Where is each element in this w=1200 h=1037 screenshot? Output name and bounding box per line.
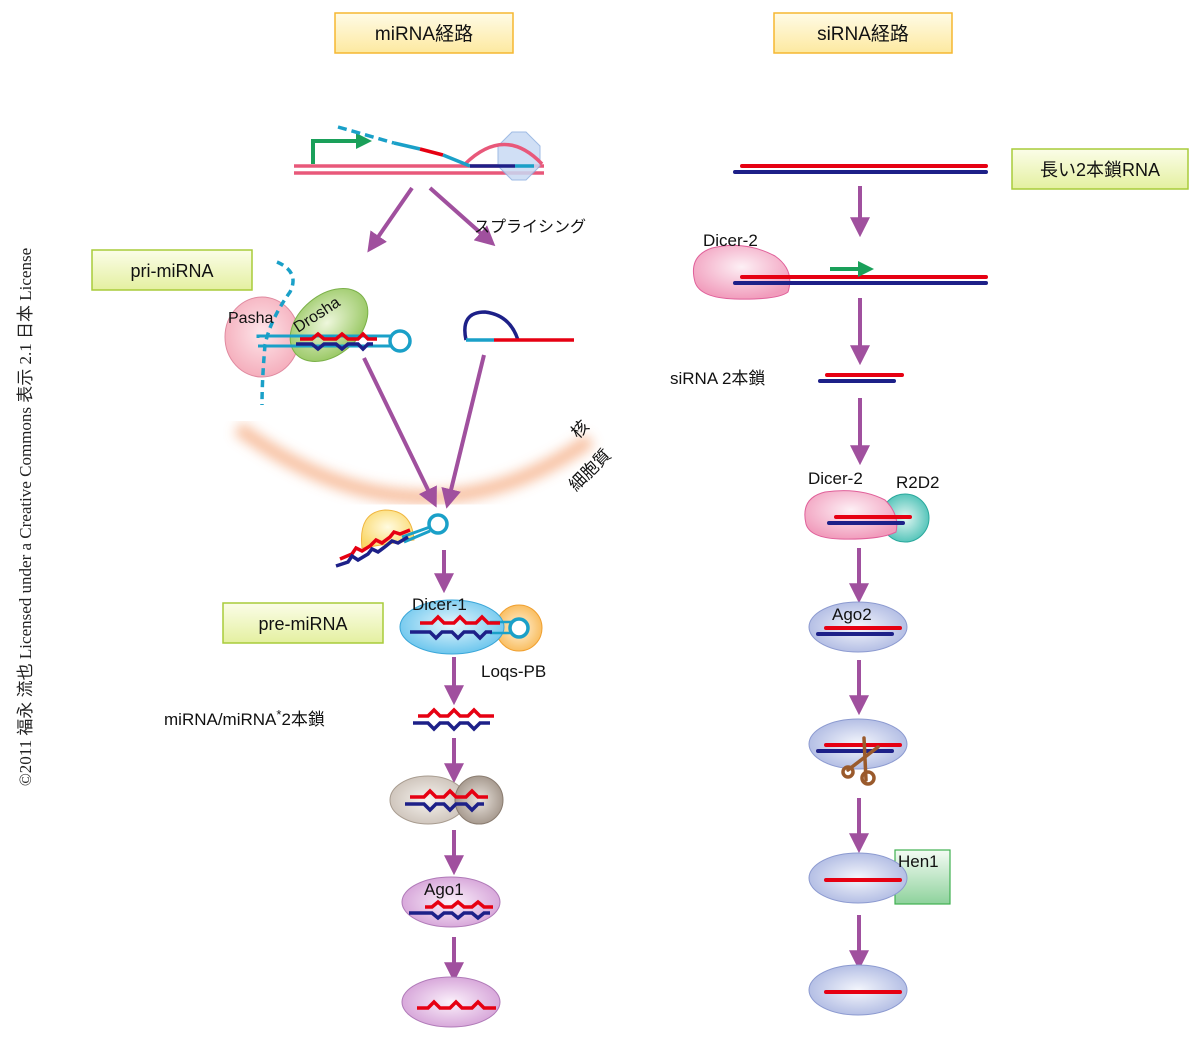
- arrow-mirtron-to-export: [441, 354, 486, 509]
- passenger-strand-cleavage: [808, 718, 908, 786]
- long-dsrna: [733, 164, 988, 174]
- sirna-duplex: [818, 373, 904, 383]
- arrow-pri-to-export: [362, 357, 437, 508]
- dicer1-complex: Dicer-1 Loqs-PB: [399, 595, 546, 681]
- mature-mirisc: [401, 976, 501, 1028]
- pre-mirna-label: pre-miRNA: [258, 614, 347, 634]
- dicer2-protein: [692, 244, 791, 300]
- exportin-protein: [360, 509, 415, 549]
- dicer1-label: Dicer-1: [412, 595, 467, 614]
- ago1-complex: Ago1: [401, 876, 501, 928]
- ago2-label: Ago2: [832, 605, 872, 624]
- spliced-mirtron: [463, 310, 574, 342]
- pasha-label: Pasha: [228, 310, 273, 327]
- risc-loading-complex: [389, 775, 504, 825]
- mirna-duplex: [413, 707, 494, 732]
- microprocessor-complex: Pasha Drosha: [224, 260, 412, 406]
- scissors-icon: [841, 736, 880, 786]
- splicing-label: スプライシング: [474, 218, 586, 236]
- license-credit: ©2011 福永 流也 Licensed under a Creative Co…: [16, 247, 35, 787]
- dicer2-complex-label: Dicer-2: [808, 469, 863, 488]
- mature-sirisc: [808, 964, 908, 1016]
- promoter-arrow-icon: [311, 133, 372, 164]
- dicer2-processing: Dicer-2: [692, 231, 988, 300]
- nucleus-label: 核: [567, 417, 592, 442]
- sirna-pathway-title-text: siRNA経路: [817, 23, 909, 45]
- long-dsrna-label: 長い2本鎖RNA: [1040, 160, 1160, 180]
- mirna-duplex-label: miRNA/miRNA*2本鎖: [164, 707, 325, 729]
- ago2-complex: Ago2: [808, 601, 908, 653]
- loqs-pb-label: Loqs-PB: [481, 662, 546, 681]
- hen1-methylation: Hen1: [808, 849, 951, 905]
- dicer2-protein-complex: [804, 490, 898, 540]
- exported-pre-mirna: [335, 509, 449, 568]
- long-dsrna-label-box: 長い2本鎖RNA: [1011, 148, 1189, 190]
- hen1-label: Hen1: [898, 852, 939, 871]
- sirna-duplex-label: siRNA 2本鎖: [670, 369, 765, 388]
- mirna-pathway-title-text: miRNA経路: [375, 23, 473, 45]
- arrow-to-pri-mirna: [367, 186, 414, 253]
- r2d2-label: R2D2: [896, 473, 939, 492]
- pre-mirna-label-box: pre-miRNA: [222, 602, 384, 644]
- mirna-gene-transcription: [294, 125, 544, 181]
- mirna-pathway-title: miRNA経路: [334, 12, 514, 54]
- dicer1-protein: [399, 599, 505, 655]
- dicer2-r2d2-complex: Dicer-2 R2D2: [804, 469, 939, 543]
- pri-mirna-label: pri-miRNA: [131, 261, 214, 281]
- sirna-pathway-title: siRNA経路: [773, 12, 953, 54]
- dicer2-label: Dicer-2: [703, 231, 758, 250]
- arrow-to-splicing: [428, 186, 496, 247]
- nuclear-membrane: [233, 422, 595, 505]
- ago1-label: Ago1: [424, 880, 464, 899]
- pri-mirna-label-box: pri-miRNA: [91, 249, 253, 291]
